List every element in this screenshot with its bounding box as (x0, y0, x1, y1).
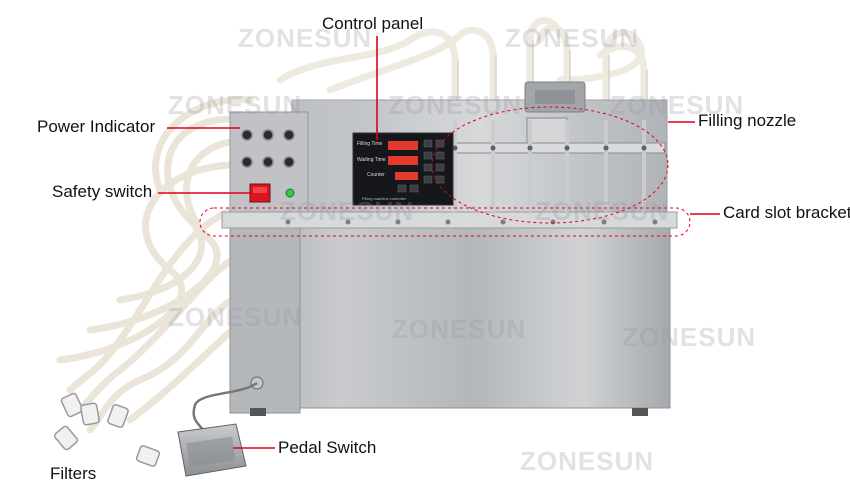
label-filling-nozzle: Filling nozzle (698, 111, 797, 130)
watermark: ZONESUN (505, 23, 640, 53)
tube-bundle (56, 96, 254, 434)
panel-waiting-time: Waiting Time (357, 157, 386, 163)
watermark: ZONESUN (392, 314, 527, 344)
label-filters: Filters (50, 464, 97, 483)
watermark: ZONESUN (610, 90, 745, 120)
card-slot-highlight (199, 207, 691, 237)
watermark: ZONESUN (238, 23, 373, 53)
callout-lines (158, 36, 720, 449)
filters-group (53, 392, 161, 467)
watermark: ZONESUN (168, 302, 303, 332)
watermark: ZONESUN (388, 90, 523, 120)
label-power-indicator: Power Indicator (37, 117, 156, 136)
watermark: ZONESUN (280, 196, 415, 226)
panel-counter: Counter (367, 172, 385, 178)
watermark: ZONESUN (535, 196, 670, 226)
watermark: ZONESUN (622, 322, 757, 352)
pedal-switch-body (177, 423, 247, 477)
panel-caption: Filling machine controller (362, 196, 407, 201)
label-control-panel: Control panel (322, 14, 424, 33)
panel-digits (388, 141, 418, 180)
label-pedal-switch: Pedal Switch (278, 438, 377, 457)
nozzle-tubes (276, 17, 648, 154)
watermark: ZONESUN (520, 446, 655, 476)
label-safety-switch: Safety switch (52, 182, 153, 201)
filling-nozzle-highlight (431, 106, 669, 224)
nozzle-pipes (453, 120, 646, 212)
power-indicator-lights (241, 129, 295, 168)
label-card-slot-bracket: Card slot bracket (723, 203, 850, 222)
panel-filling-time: Filling Time (357, 141, 383, 147)
watermark: ZONESUN (168, 90, 303, 120)
